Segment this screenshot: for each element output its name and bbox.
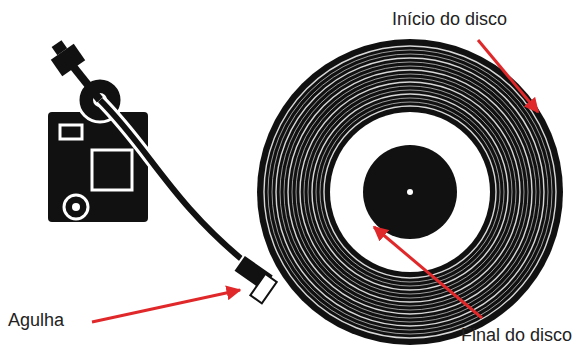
groove-ring	[284, 66, 536, 318]
groove-ring	[300, 82, 520, 302]
groove-ring	[276, 58, 544, 326]
groove-ring	[264, 46, 556, 338]
leader-arrow	[374, 227, 482, 318]
groove-ring	[296, 78, 524, 306]
callout-label: Início do disco	[392, 10, 507, 30]
tonearm	[100, 100, 245, 262]
leader-arrow	[92, 290, 240, 322]
inner-area	[330, 112, 490, 272]
vinyl-disc	[257, 39, 563, 345]
groove-ring	[288, 70, 532, 314]
groove-ring	[292, 74, 528, 310]
disc-grooves	[264, 46, 556, 338]
disc-label	[363, 145, 457, 239]
groove-ring	[308, 90, 512, 294]
groove-ring	[280, 62, 540, 322]
callout-label: Agulha	[8, 311, 64, 331]
spindle-hole	[407, 189, 413, 195]
callout-label: Final do disco	[461, 326, 572, 346]
groove-ring	[320, 102, 500, 282]
groove-ring	[268, 50, 552, 334]
cartridge	[227, 255, 279, 304]
groove-ring	[312, 94, 508, 290]
groove-ring	[304, 86, 516, 298]
groove-ring	[272, 54, 548, 330]
leader-arrow	[478, 40, 538, 112]
groove-ring	[324, 106, 496, 278]
tonearm	[100, 100, 245, 262]
